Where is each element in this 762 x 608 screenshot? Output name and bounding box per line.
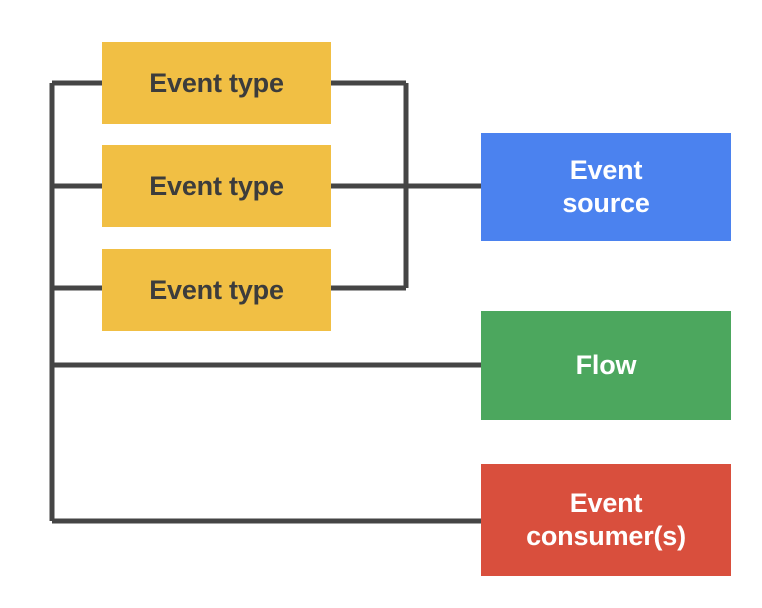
event-type-box-2[interactable]: Event type [102,145,331,227]
flow-box-label: Flow [575,350,637,381]
event-source-box-label: Event source [562,155,650,218]
event-consumers-box-label: Event consumer(s) [526,488,686,551]
event-type-box-3-label: Event type [149,274,284,305]
event-consumers-box[interactable]: Event consumer(s) [481,464,731,576]
event-source-box[interactable]: Event source [481,133,731,241]
event-type-box-1-label: Event type [149,67,284,98]
event-type-box-3[interactable]: Event type [102,249,331,331]
flow-box[interactable]: Flow [481,311,731,420]
event-type-box-1[interactable]: Event type [102,42,331,124]
event-type-box-2-label: Event type [149,170,284,201]
